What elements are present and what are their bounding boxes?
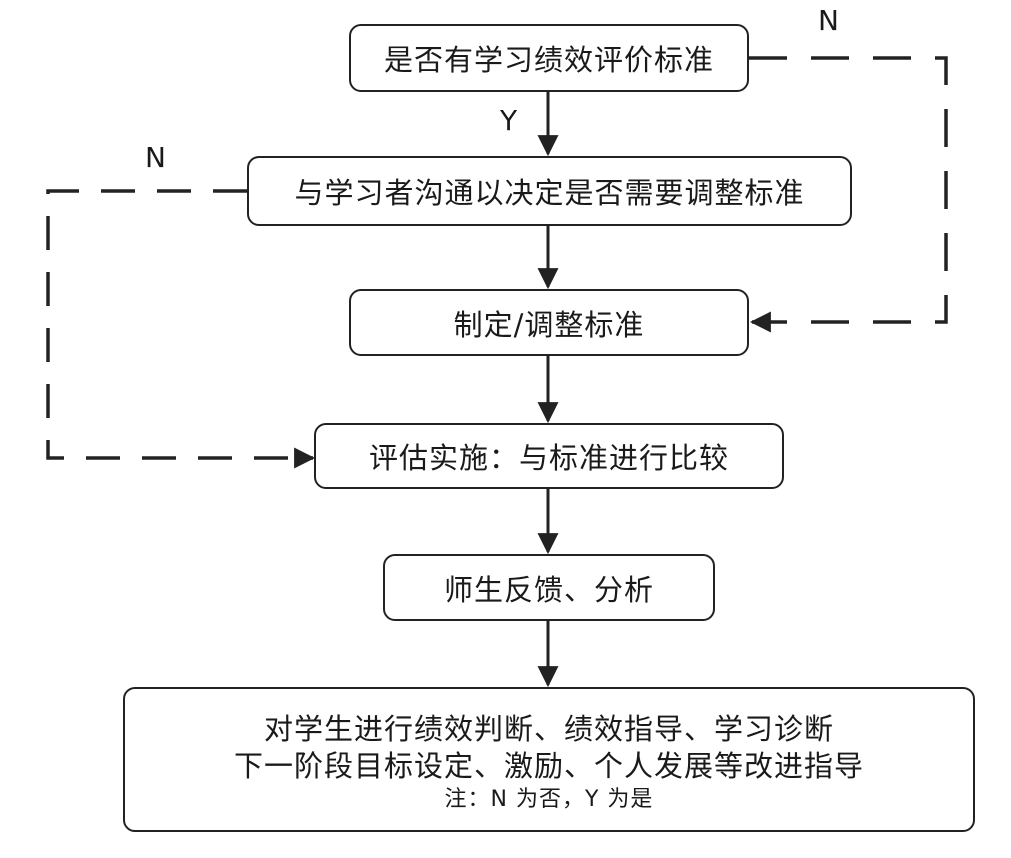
edge-no-communicate-to-evaluate — [46, 189, 316, 469]
edge-label-yes: Y — [500, 104, 518, 137]
final-line-1: 对学生进行绩效判断、绩效指导、学习诊断 — [263, 711, 834, 746]
node-final-guidance: 对学生进行绩效判断、绩效指导、学习诊断 下一阶段目标设定、激励、个人发展等改进指… — [123, 687, 975, 832]
node-standard-exists: 是否有学习绩效评价标准 — [349, 24, 749, 92]
node-evaluate: 评估实施：与标准进行比较 — [314, 423, 784, 489]
node-set-adjust-standard: 制定/调整标准 — [349, 289, 749, 356]
edge-label-no-top: N — [818, 4, 839, 37]
legend-note: 注：N 为否，Y 为是 — [444, 786, 654, 812]
edge-no-standard-to-set — [749, 56, 948, 333]
node-feedback: 师生反馈、分析 — [383, 554, 715, 621]
node-communicate: 与学习者沟通以决定是否需要调整标准 — [247, 156, 852, 226]
final-line-2: 下一阶段目标设定、激励、个人发展等改进指导 — [233, 748, 864, 783]
edge-label-no-left: N — [145, 141, 166, 174]
